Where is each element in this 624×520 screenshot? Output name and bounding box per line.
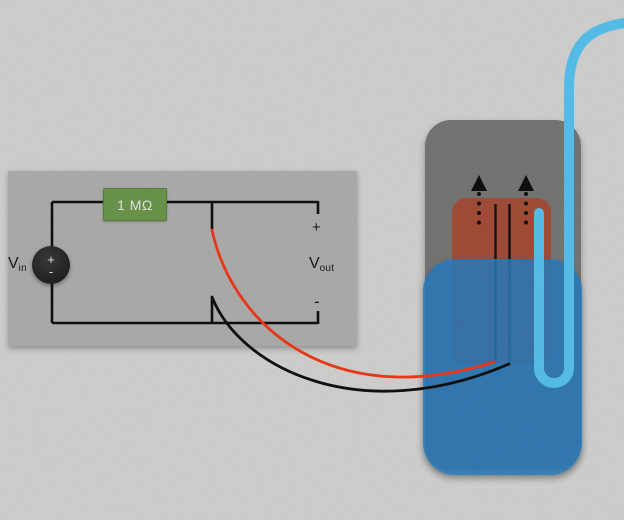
vout-subscript: out — [319, 263, 335, 274]
vin-subscript: in — [18, 263, 27, 274]
output-plus-label: + — [312, 219, 321, 236]
resistor: 1 MΩ — [103, 188, 167, 221]
voltage-source: + - — [32, 246, 70, 284]
vin-base: V — [8, 255, 19, 272]
output-minus-label: - — [314, 292, 320, 311]
solution-overlay — [423, 259, 582, 475]
vout-label: Vout — [309, 255, 334, 274]
source-minus-label: - — [48, 264, 54, 279]
vin-label: Vin — [8, 255, 27, 274]
resistor-label: 1 MΩ — [117, 196, 153, 213]
vout-base: V — [309, 255, 320, 272]
